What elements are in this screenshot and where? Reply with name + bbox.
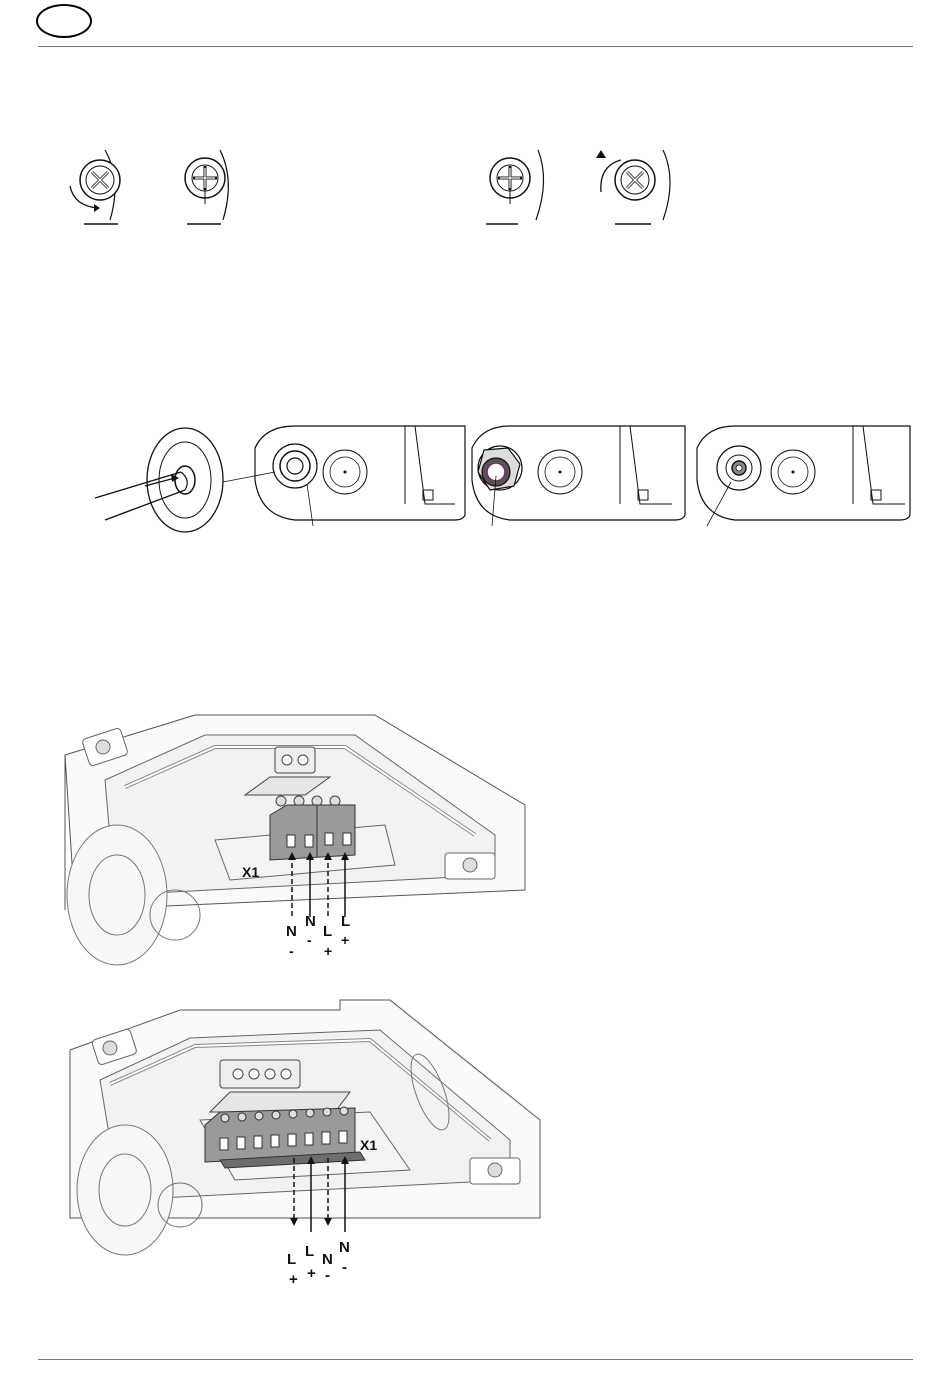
footer-rule [38, 1359, 913, 1360]
cable-through-grommet-illustration [95, 420, 465, 530]
header-rule [38, 46, 913, 47]
wire-sign-4: - [342, 1259, 347, 1276]
wire-sign-3: + [324, 943, 332, 959]
wire-letter-1: L [287, 1251, 296, 1268]
terminal-diagram-4pole: X1 N N L L - - + + [55, 705, 535, 965]
screw-locked-illustration-2 [470, 150, 550, 230]
terminal-label-x1: X1 [360, 1137, 377, 1153]
terminal-diagram-multipole: X1 L L N N + + - - [60, 1000, 545, 1290]
terminal-label-x1: X1 [242, 864, 259, 880]
screw-locked-illustration [165, 150, 245, 230]
screw-relock-illustration [585, 150, 680, 230]
wire-letter-1: N [286, 923, 297, 940]
wire-sign-2: + [307, 1265, 316, 1282]
wire-letter-3: L [323, 923, 332, 940]
wire-letter-2: N [305, 913, 316, 930]
wire-sign-1: + [289, 1271, 298, 1288]
wire-letter-2: L [305, 1243, 314, 1260]
blind-plug-mounted-illustration [695, 420, 915, 530]
wire-sign-2: - [307, 932, 312, 948]
wire-sign-3: - [325, 1267, 330, 1284]
wire-letter-3: N [322, 1251, 333, 1268]
screw-unlock-illustration [60, 150, 140, 230]
wire-sign-1: - [289, 943, 294, 959]
wire-letter-4: L [341, 913, 350, 930]
language-badge [36, 4, 92, 38]
wire-sign-4: + [341, 932, 349, 948]
wire-letter-4: N [339, 1239, 350, 1256]
cable-gland-mounted-illustration [470, 420, 685, 530]
